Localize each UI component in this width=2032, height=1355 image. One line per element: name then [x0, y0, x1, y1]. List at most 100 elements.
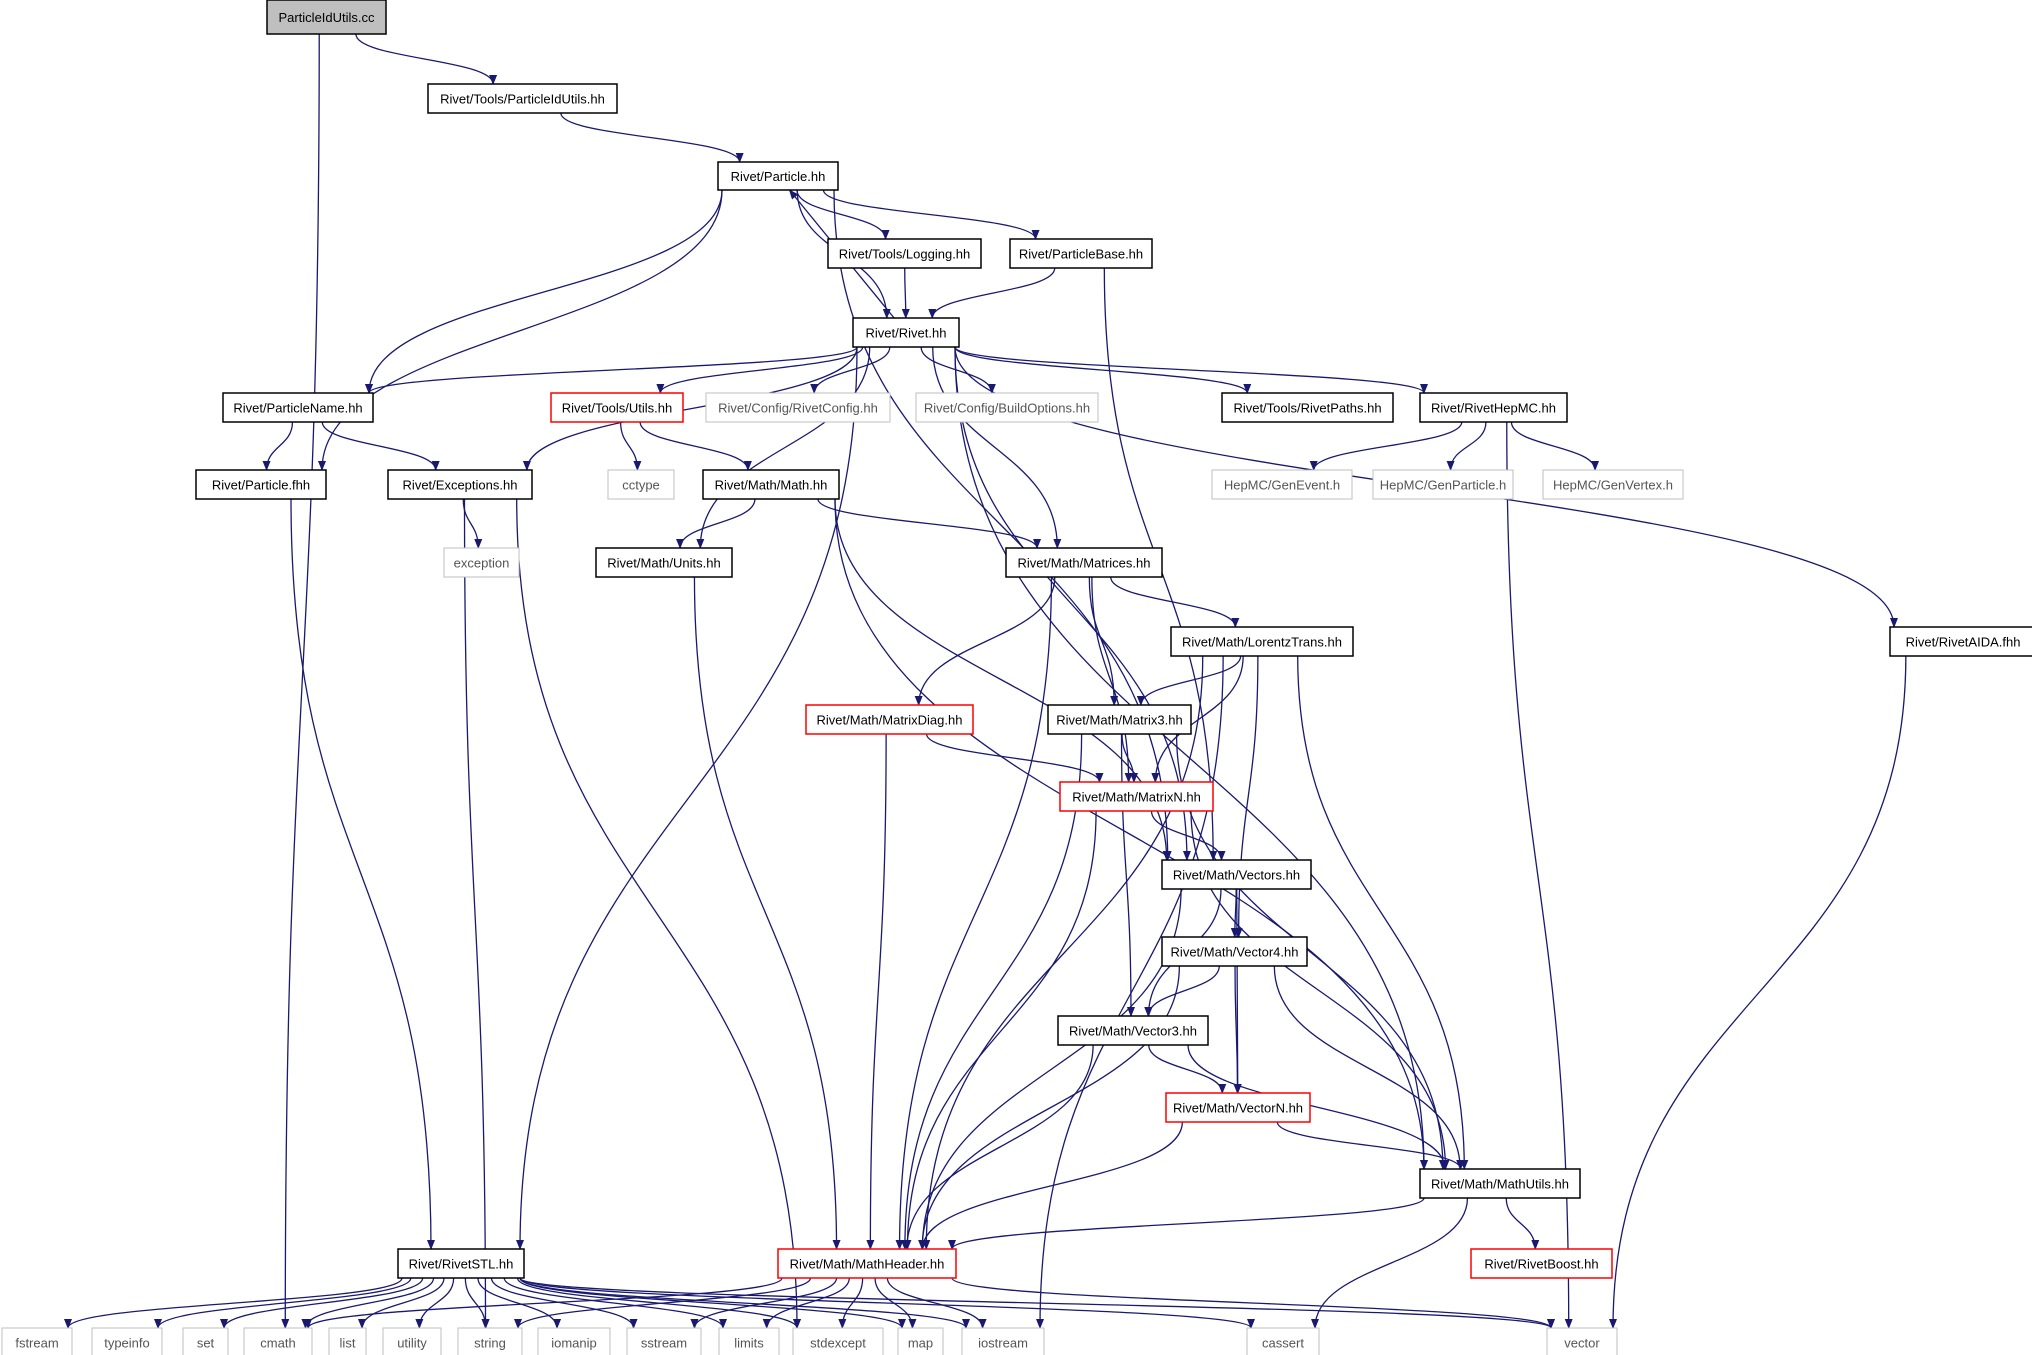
node-cctype: cctype: [607, 469, 675, 500]
node-box: [1005, 547, 1163, 578]
edge-matrices-to-lorentz: [1110, 576, 1240, 628]
node-box: [1161, 936, 1308, 967]
node-rhepmc[interactable]: Rivet/RivetHepMC.hh: [1419, 392, 1568, 423]
node-rpaths[interactable]: Rivet/Tools/RivetPaths.hh: [1221, 392, 1394, 423]
node-box: [382, 1327, 442, 1355]
node-label: Rivet/Tools/ParticleIdUtils.hh: [440, 92, 605, 107]
node-label: Rivet/Math/Matrix3.hh: [1056, 713, 1182, 728]
edge-rstl-to-fstream: [64, 1277, 403, 1329]
edge-mheader-to-limits: [762, 1277, 850, 1329]
node-box: [1170, 626, 1354, 657]
node-rconfig: Rivet/Config/RivetConfig.hh: [705, 392, 891, 423]
edge-rstl-to-utility: [415, 1277, 455, 1329]
edge-rivet-to-utils: [656, 346, 864, 394]
node-box: [397, 1248, 525, 1279]
node-box: [961, 1327, 1045, 1355]
node-mdiag[interactable]: Rivet/Math/MatrixDiag.hh: [805, 704, 974, 735]
node-box: [1211, 469, 1353, 500]
edge-rstl-to-set: [220, 1277, 424, 1329]
node-root[interactable]: ParticleIdUtils.cc: [266, 0, 387, 35]
node-box: [792, 1327, 884, 1355]
node-units[interactable]: Rivet/Math/Units.hh: [595, 547, 733, 578]
edge-mheader-to-vector: [951, 1277, 1555, 1329]
node-aida[interactable]: Rivet/RivetAIDA.fhh: [1889, 626, 2032, 657]
node-pidu[interactable]: Rivet/Tools/ParticleIdUtils.hh: [427, 83, 618, 114]
node-box: [607, 469, 675, 500]
edge-vn-to-mheader: [918, 1121, 1183, 1250]
edge-m3-to-mheader: [900, 733, 1083, 1250]
edge-root-to-pidu: [355, 33, 498, 85]
node-rboost[interactable]: Rivet/RivetBoost.hh: [1470, 1248, 1613, 1279]
edge-matrices-to-mheader: [895, 576, 1053, 1250]
edge-particle-to-pbase: [822, 189, 1040, 240]
node-iomanip: iomanip: [537, 1327, 611, 1355]
node-box: [443, 547, 520, 578]
node-box: [852, 317, 960, 348]
edge-utils-to-math: [639, 421, 752, 471]
edge-rstl-to-limits: [503, 1277, 727, 1329]
node-mheader[interactable]: Rivet/Math/MathHeader.hh: [777, 1248, 957, 1279]
node-label: Rivet/Tools/RivetPaths.hh: [1233, 401, 1381, 416]
node-logging[interactable]: Rivet/Tools/Logging.hh: [827, 238, 982, 269]
node-v4[interactable]: Rivet/Math/Vector4.hh: [1161, 936, 1308, 967]
node-label: Rivet/Math/Vector4.hh: [1171, 945, 1299, 960]
node-box: [1059, 781, 1214, 812]
node-label: exception: [454, 556, 510, 571]
edge-rhepmc-to-vector: [1506, 421, 1573, 1329]
node-box: [1221, 392, 1394, 423]
edge-exc-to-exception: [462, 498, 483, 549]
node-m3[interactable]: Rivet/Math/Matrix3.hh: [1047, 704, 1192, 735]
node-math[interactable]: Rivet/Math/Math.hh: [702, 469, 840, 500]
edge-rhepmc-to-genpart: [1446, 421, 1487, 471]
node-lorentz[interactable]: Rivet/Math/LorentzTrans.hh: [1170, 626, 1354, 657]
node-genevent: HepMC/GenEvent.h: [1211, 469, 1353, 500]
node-box: [702, 469, 840, 500]
edge-rstl-to-string: [464, 1277, 490, 1329]
node-pbase[interactable]: Rivet/ParticleBase.hh: [1009, 238, 1153, 269]
node-string: string: [457, 1327, 523, 1355]
node-utils[interactable]: Rivet/Tools/Utils.hh: [550, 392, 684, 423]
edge-rivet-to-bopts: [920, 346, 996, 394]
node-mutils[interactable]: Rivet/Math/MathUtils.hh: [1419, 1168, 1581, 1199]
node-mn[interactable]: Rivet/Math/MatrixN.hh: [1059, 781, 1214, 812]
node-label: Rivet/Math/Vector3.hh: [1069, 1024, 1197, 1039]
node-map: map: [897, 1327, 944, 1355]
edge-rstl-to-vector: [519, 1277, 1555, 1329]
node-vectors[interactable]: Rivet/Math/Vectors.hh: [1161, 859, 1312, 890]
edge-rhepmc-to-genevent: [1309, 421, 1463, 471]
edge-v3-to-vn: [1148, 1044, 1227, 1094]
edge-v3-to-mheader: [902, 1044, 1094, 1250]
node-matrices[interactable]: Rivet/Math/Matrices.hh: [1005, 547, 1163, 578]
node-rstl[interactable]: Rivet/RivetSTL.hh: [397, 1248, 525, 1279]
node-box: [1470, 1248, 1613, 1279]
node-exc[interactable]: Rivet/Exceptions.hh: [387, 469, 533, 500]
node-cassert: cassert: [1246, 1327, 1320, 1355]
node-rivet[interactable]: Rivet/Rivet.hh: [852, 317, 960, 348]
edge-exc-to-stdexcept: [516, 498, 801, 1329]
node-pname[interactable]: Rivet/ParticleName.hh: [222, 392, 374, 423]
node-box: [1419, 1168, 1581, 1199]
node-pfhh[interactable]: Rivet/Particle.fhh: [195, 469, 327, 500]
edge-mdiag-to-mheader: [866, 733, 887, 1250]
node-box: [457, 1327, 523, 1355]
edge-particle-to-vectors: [833, 189, 1172, 861]
node-vn[interactable]: Rivet/Math/VectorN.hh: [1165, 1092, 1311, 1123]
node-exception: exception: [443, 547, 520, 578]
edge-v3-to-mutils: [1187, 1044, 1449, 1170]
edge-mutils-to-mheader: [948, 1197, 1425, 1250]
node-label: Rivet/ParticleName.hh: [233, 401, 362, 416]
node-label: Rivet/RivetHepMC.hh: [1431, 401, 1556, 416]
node-set: set: [182, 1327, 229, 1355]
node-label: ParticleIdUtils.cc: [278, 10, 375, 25]
node-box: [1246, 1327, 1320, 1355]
node-particle[interactable]: Rivet/Particle.hh: [717, 161, 839, 191]
node-box: [222, 392, 374, 423]
node-box: [266, 0, 387, 35]
node-box: [427, 83, 618, 114]
edge-matrices-to-m3: [1088, 576, 1119, 706]
node-v3[interactable]: Rivet/Math/Vector3.hh: [1057, 1015, 1209, 1046]
node-box: [626, 1327, 702, 1355]
edge-mn-to-mheader: [903, 810, 1097, 1250]
